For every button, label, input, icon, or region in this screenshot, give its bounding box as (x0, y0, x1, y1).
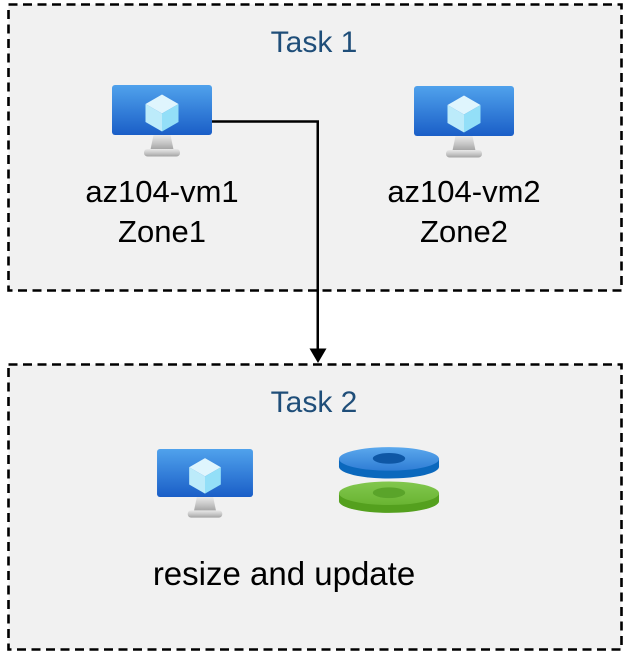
connector-arrowhead (309, 348, 327, 363)
virtual-machine-icon (414, 86, 514, 158)
vm2-label: az104-vm2 Zone2 (364, 172, 564, 252)
task2-box (7, 363, 623, 651)
connector-line (209, 120, 319, 350)
virtual-machine-icon (112, 85, 212, 157)
disks-icon (338, 447, 440, 513)
vm1-name: az104-vm1 (85, 174, 239, 209)
task2-title: Task 2 (270, 386, 358, 419)
virtual-machine-icon (157, 449, 253, 518)
vm1-zone: Zone1 (118, 214, 206, 249)
vm2-name: az104-vm2 (387, 174, 541, 209)
task1-box (7, 3, 623, 292)
vm2-zone: Zone2 (420, 214, 508, 249)
task2-caption: resize and update (152, 555, 416, 592)
task1-title: Task 1 (270, 26, 358, 59)
vm1-label: az104-vm1 Zone1 (62, 172, 262, 252)
